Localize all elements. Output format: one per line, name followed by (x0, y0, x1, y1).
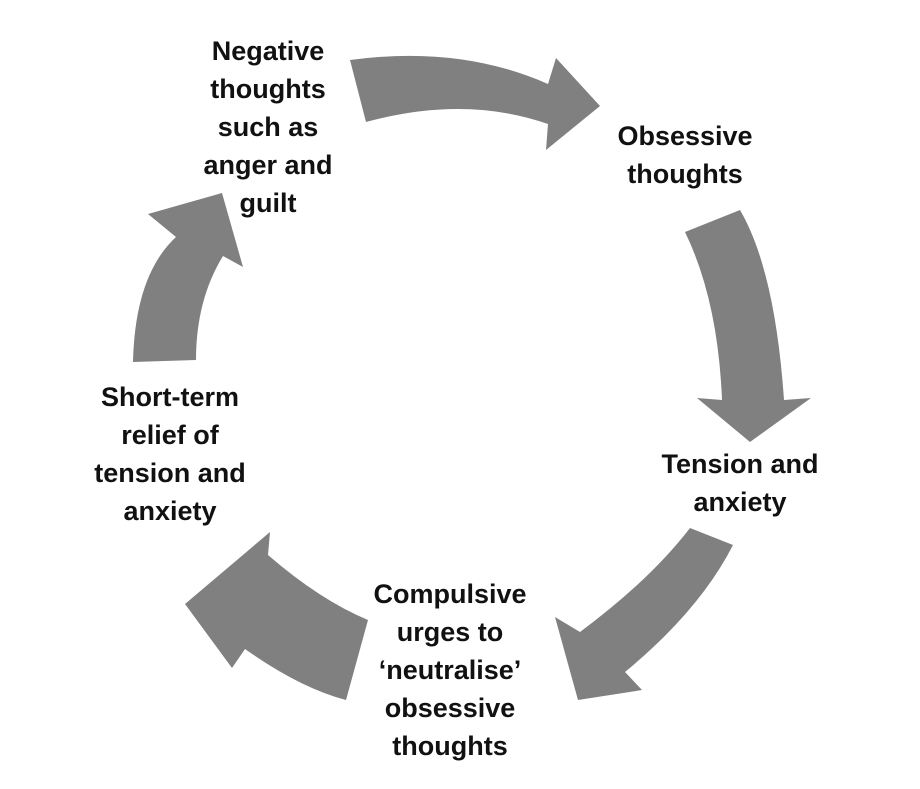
label-line: guilt (239, 188, 297, 218)
arrow-compulsive-to-relief (185, 532, 368, 700)
label-line: Obsessive (617, 121, 753, 151)
label-line: Compulsive (373, 579, 527, 609)
label-line: anxiety (693, 487, 787, 517)
label-line: urges to (396, 617, 504, 647)
arrow-tension-to-compulsive (555, 528, 733, 700)
arrow-negative-to-obsessive (350, 55, 600, 151)
label-line: ‘neutralise’ (378, 655, 522, 685)
label-line: thoughts (210, 74, 326, 104)
arrow-relief-to-negative (133, 193, 243, 362)
node-tension-and-anxiety: Tension and anxiety (625, 445, 855, 521)
label-line: thoughts (627, 159, 743, 189)
label-line: Tension and (661, 449, 819, 479)
label-line: relief of (121, 420, 219, 450)
node-obsessive-thoughts: Obsessive thoughts (585, 117, 785, 193)
arrow-obsessive-to-tension (685, 210, 811, 442)
label-line: tension and (94, 458, 246, 488)
label-line: anxiety (123, 496, 217, 526)
node-short-term-relief: Short-term relief of tension and anxiety (70, 378, 270, 530)
label-line: obsessive (384, 693, 516, 723)
node-compulsive-urges: Compulsive urges to ‘neutralise’ obsessive t… (335, 575, 565, 765)
label-line: thoughts (392, 731, 508, 761)
label-line: Short-term (100, 382, 239, 412)
node-negative-thoughts: Negative thoughts such as anger and guilt (168, 32, 368, 222)
label-line: Negative (211, 36, 325, 66)
label-line: such as (217, 112, 319, 142)
label-line: anger and (203, 150, 333, 180)
